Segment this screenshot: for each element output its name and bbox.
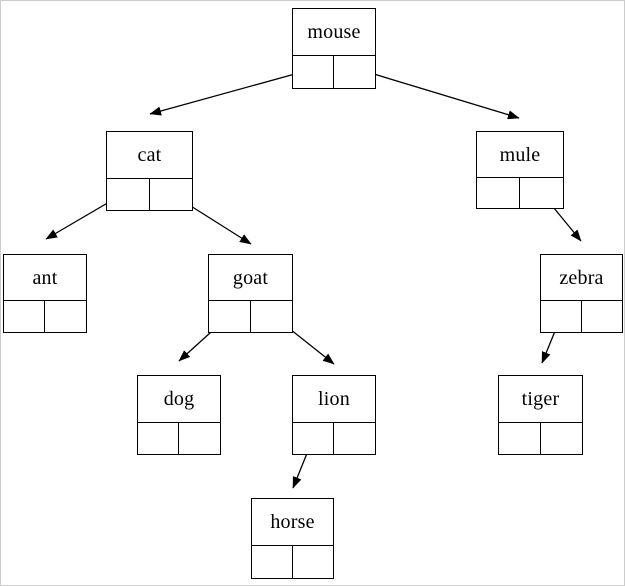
tree-node-label: zebra [541,255,622,301]
tree-node-pointer-cells [293,423,375,454]
tree-node-pointer-cells [477,178,563,208]
tree-node-left-pointer [4,301,45,332]
tree-node-right-pointer [540,423,582,454]
tree-node-left-pointer [107,179,150,210]
tree-node-pointer-cells [209,301,292,332]
tree-node-pointer-cells [541,301,622,332]
tree-node-ant: ant [3,254,87,333]
tree-node-label: horse [252,499,333,546]
tree-node-pointer-cells [499,423,582,454]
tree-node-zebra: zebra [540,254,623,333]
tree-edge-mouse-to-cat [149,68,314,116]
tree-node-right-pointer [292,546,333,578]
tree-node-right-pointer [581,301,622,332]
tree-node-lion: lion [292,375,376,455]
tree-node-pointer-cells [4,301,86,332]
tree-node-label: tiger [499,376,582,423]
tree-node-label: goat [209,255,292,301]
tree-node-goat: goat [208,254,293,333]
tree-node-horse: horse [251,498,334,579]
tree-node-mouse: mouse [292,8,376,89]
tree-node-left-pointer [541,301,582,332]
tree-node-mule: mule [476,131,564,209]
tree-node-right-pointer [45,301,86,332]
tree-node-pointer-cells [138,423,220,454]
tree-node-cat: cat [106,131,193,211]
tree-node-pointer-cells [293,56,375,88]
tree-node-tiger: tiger [498,375,583,455]
tree-node-left-pointer [293,56,334,88]
tree-node-label: dog [138,376,220,423]
tree-node-right-pointer [520,178,563,208]
tree-node-pointer-cells [107,179,192,210]
tree-edge-mouse-to-mule [353,67,520,120]
tree-node-label: cat [107,132,192,179]
tree-node-label: mule [477,132,563,178]
tree-node-right-pointer [149,179,192,210]
tree-node-pointer-cells [252,546,333,578]
tree-node-right-pointer [250,301,292,332]
tree-node-left-pointer [477,178,520,208]
tree-node-left-pointer [499,423,541,454]
tree-node-label: ant [4,255,86,301]
tree-node-left-pointer [138,423,179,454]
tree-node-left-pointer [252,546,293,578]
tree-node-right-pointer [334,423,375,454]
tree-node-left-pointer [209,301,251,332]
tree-node-dog: dog [137,375,221,455]
tree-node-right-pointer [334,56,375,88]
tree-node-right-pointer [179,423,220,454]
tree-node-label: lion [293,376,375,423]
tree-node-label: mouse [293,9,375,56]
tree-node-left-pointer [293,423,334,454]
